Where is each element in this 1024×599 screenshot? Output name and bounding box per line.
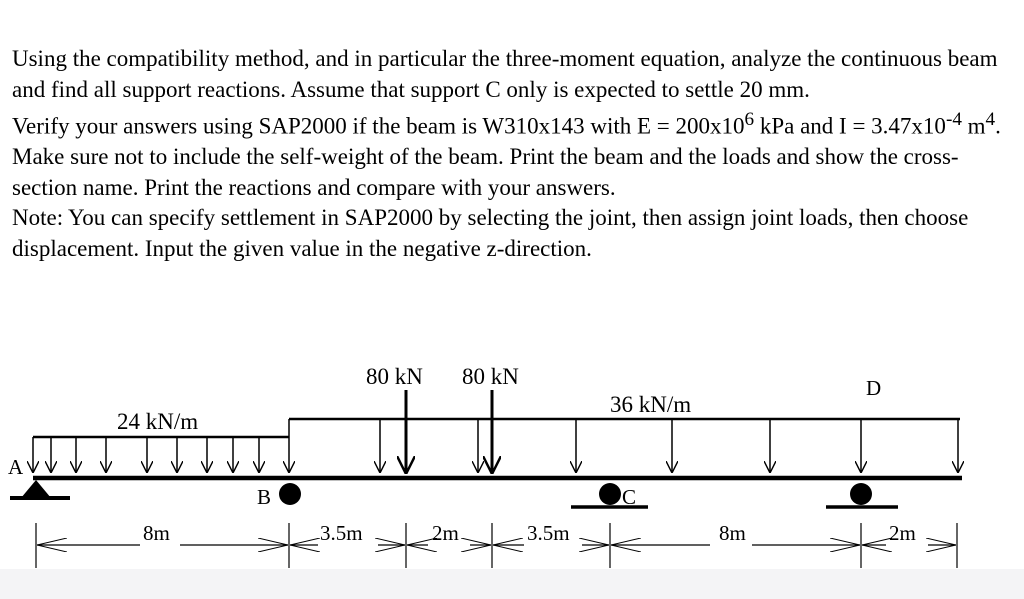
dim-p2-c-label: 3.5m xyxy=(527,521,570,545)
support-a-label: A xyxy=(8,455,24,479)
p2-i-unit: m xyxy=(961,113,986,139)
problem-paragraph-2: Verify your answers using SAP2000 if the… xyxy=(12,105,1017,203)
support-b-label: B xyxy=(257,485,271,509)
support-d-roller xyxy=(826,483,898,509)
support-a-pin xyxy=(10,480,70,500)
dim-cd-label: 8m xyxy=(719,521,746,545)
udl-36-label: 36 kN/m xyxy=(610,392,691,417)
e-exponent: 6 xyxy=(744,109,755,130)
problem-statement: Using the compatibility method, and in p… xyxy=(12,44,1017,264)
dimension-line xyxy=(35,523,958,568)
i-exponent: -4 xyxy=(945,109,962,130)
p2-rest: . Make sure not to include the self-weig… xyxy=(12,113,1001,200)
support-c-label: C xyxy=(622,485,636,509)
udl-24-load xyxy=(33,435,289,472)
dim-b-p1-label: 3.5m xyxy=(320,521,363,545)
support-c-roller xyxy=(571,483,648,509)
i-unit-exponent: 4 xyxy=(985,109,996,130)
problem-paragraph-1: Using the compatibility method, and in p… xyxy=(12,46,998,102)
footer-band xyxy=(0,569,1024,599)
udl-24-label: 24 kN/m xyxy=(117,409,198,434)
dim-p1-p2-label: 2m xyxy=(432,521,459,545)
p2-e-unit: kPa and I = 3.47x10 xyxy=(754,113,946,139)
point-load-2-label: 80 kN xyxy=(462,364,519,389)
support-b-roller xyxy=(279,483,301,505)
p2-before-e: Verify your answers using SAP2000 if the… xyxy=(12,113,745,139)
support-d-label: D xyxy=(866,376,881,400)
udl-36-load xyxy=(289,417,960,472)
point-load-1-label: 80 kN xyxy=(366,364,423,389)
dim-ab-label: 8m xyxy=(143,521,170,545)
problem-paragraph-3: Note: You can specify settlement in SAP2… xyxy=(12,205,969,261)
dim-d-end-label: 2m xyxy=(889,521,916,545)
